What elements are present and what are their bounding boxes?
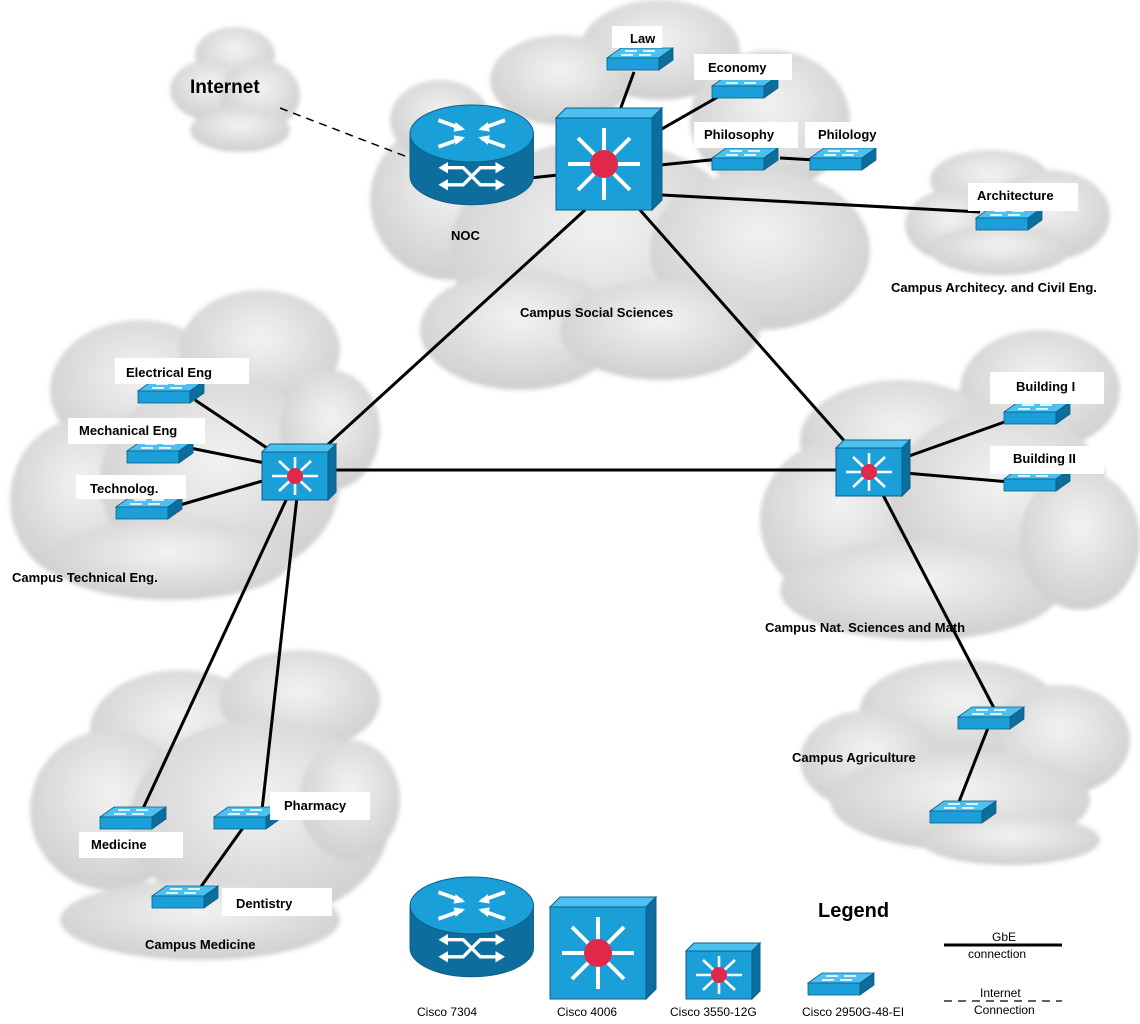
internet-label: Internet	[190, 77, 260, 98]
dept-mechanical-label: Mechanical Eng	[79, 423, 177, 438]
legend-3550-icon	[684, 941, 762, 1001]
switch-electrical	[137, 380, 205, 404]
legend-internet-line1: Internet	[980, 986, 1021, 1000]
dept-pharmacy-label: Pharmacy	[284, 798, 347, 813]
legend-internet-line2: Connection	[974, 1003, 1035, 1017]
legend-router-caption: Cisco 7304	[417, 1005, 477, 1019]
dept-electrical-label: Electrical Eng	[126, 365, 212, 380]
switch-agriculture-2	[929, 800, 997, 824]
label-backgrounds	[68, 26, 1104, 916]
dept-philosophy-label: Philosophy	[704, 127, 775, 142]
switch-architecture	[975, 207, 1043, 231]
dept-building2-label: Building II	[1013, 451, 1076, 466]
switch-technolog	[115, 496, 183, 520]
noc-label: NOC	[451, 228, 481, 243]
dept-law-label: Law	[630, 31, 656, 46]
switch-law	[606, 47, 674, 71]
switch-philosophy	[711, 147, 779, 171]
switch-natural	[834, 438, 912, 498]
legend-router-icon	[408, 875, 536, 979]
switch-medicine	[99, 806, 167, 830]
dept-building1-label: Building I	[1016, 379, 1075, 394]
campus-social-label: Campus Social Sciences	[520, 305, 673, 320]
campus-medicine-label: Campus Medicine	[145, 937, 256, 952]
internet-link	[279, 107, 411, 159]
legend: Cisco 7304 Cisco 4006 Cisco 3550-12G Cis…	[404, 858, 1062, 1019]
dept-dentistry-label: Dentistry	[236, 896, 293, 911]
switch-building1	[1003, 401, 1071, 425]
switch-dentistry	[151, 885, 219, 909]
campus-natural-label: Campus Nat. Sciences and Math	[765, 620, 965, 635]
legend-core-switch-caption: Cisco 4006	[557, 1005, 617, 1019]
legend-2950-icon	[807, 972, 875, 996]
dept-philology-label: Philology	[818, 127, 877, 142]
legend-title: Legend	[818, 900, 889, 922]
cloud-internet	[170, 27, 300, 152]
switch-agriculture-1	[957, 706, 1025, 730]
core-switch-social	[554, 106, 664, 212]
legend-gbe-line1: GbE	[992, 930, 1016, 944]
legend-2950-caption: Cisco 2950G-48-EI	[802, 1005, 904, 1019]
legend-3550-caption: Cisco 3550-12G	[670, 1005, 757, 1019]
campus-technical-label: Campus Technical Eng.	[12, 570, 158, 585]
switch-mechanical	[126, 440, 194, 464]
dept-architecture-label: Architecture	[977, 188, 1054, 203]
campus-architecture-label: Campus Architecy. and Civil Eng.	[891, 280, 1097, 295]
noc-router	[408, 103, 536, 207]
switch-technical	[260, 442, 338, 502]
dept-economy-label: Economy	[708, 60, 767, 75]
dept-medicine-label: Medicine	[91, 837, 147, 852]
legend-core-switch-icon	[548, 895, 658, 1001]
campus-agriculture-label: Campus Agriculture	[792, 750, 916, 765]
legend-gbe-line2: connection	[968, 947, 1026, 961]
switch-philology	[809, 147, 877, 171]
gbe-links	[138, 71, 1011, 896]
dept-technolog-label: Technolog.	[90, 481, 158, 496]
